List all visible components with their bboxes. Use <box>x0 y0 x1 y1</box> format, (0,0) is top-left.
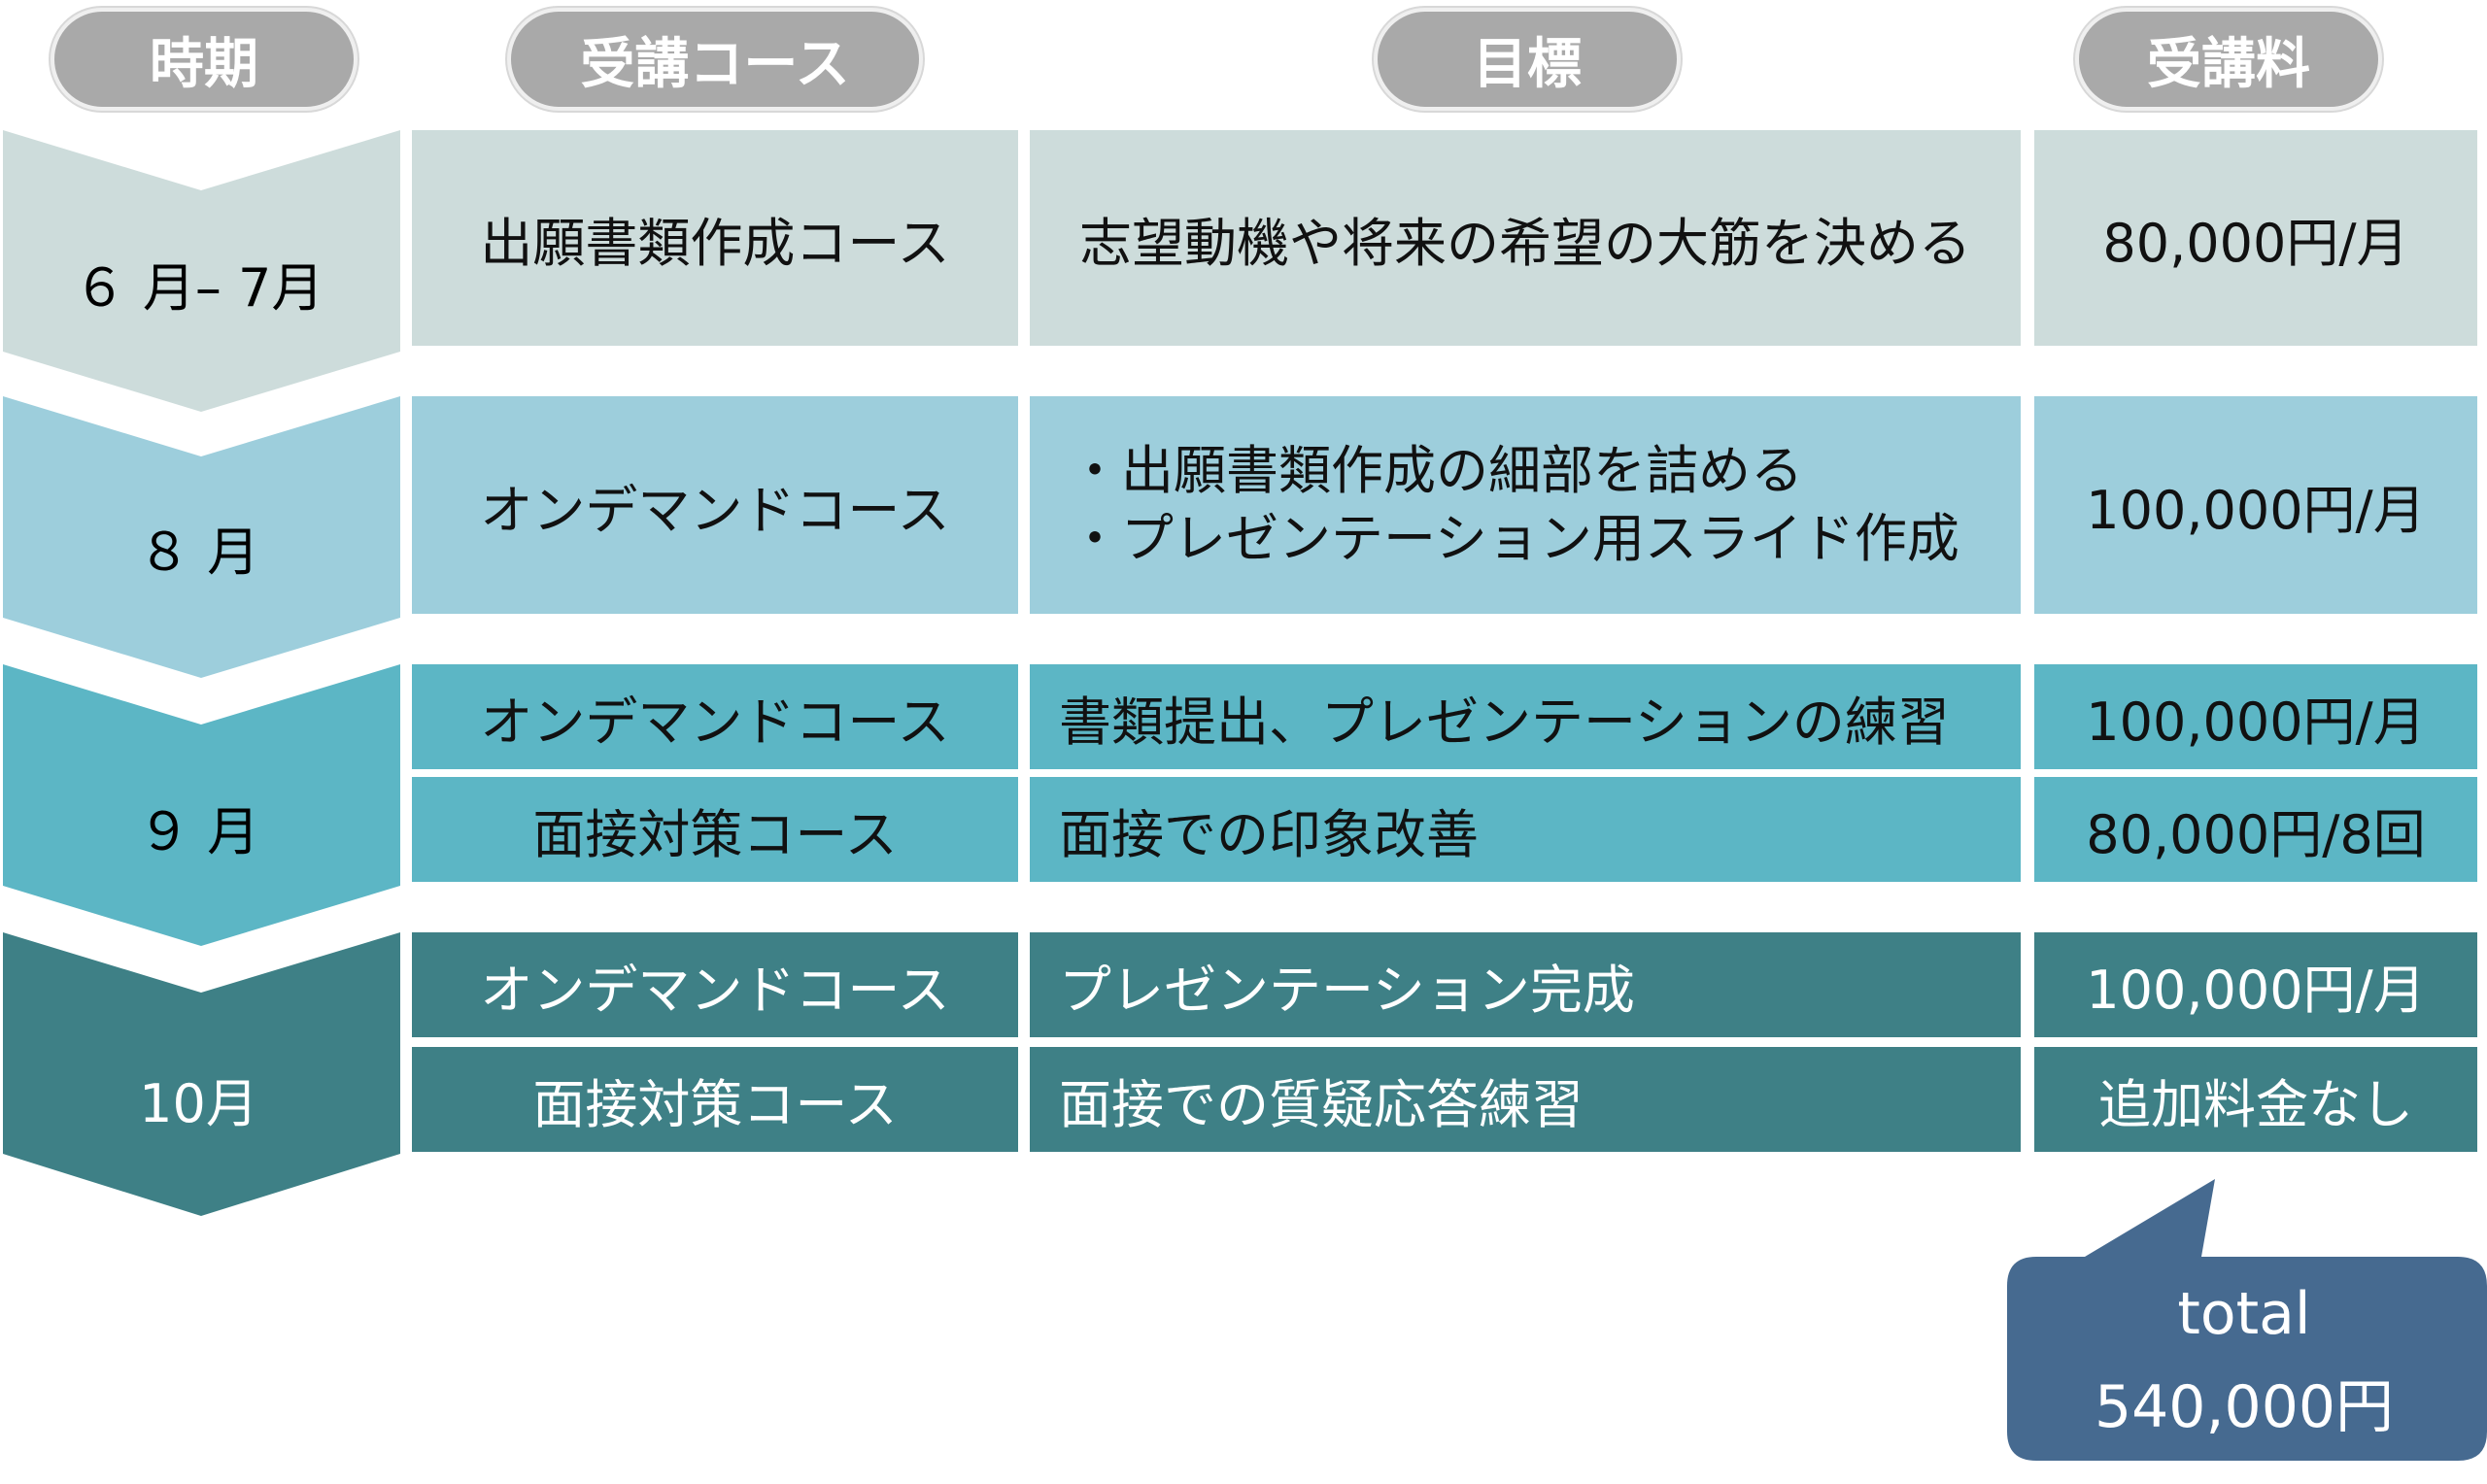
stage-1-chevron <box>3 130 400 412</box>
stage-4-row-1-goal: プレゼンテーション完成 <box>1030 932 2021 1037</box>
stage-2-goal-line-2: ・プレゼンテーション用スライド作成 <box>1069 508 1959 569</box>
stage-4-row-2-fee: 追加料金なし <box>2034 1047 2477 1152</box>
header-period: 時期 <box>51 8 358 111</box>
stage-4-row-2-course: 面接対策コース <box>412 1047 1018 1152</box>
stage-2-row-1-goal: ・出願書類作成の細部を詰める ・プレゼンテーション用スライド作成 <box>1030 396 2021 614</box>
stage-3-row-1-goal: 書類提出、プレゼンテーションの練習 <box>1030 664 2021 769</box>
stage-2-row-1-course: オンデマンドコース <box>412 396 1018 614</box>
stage-2-row-1-fee: 100,000円/月 <box>2034 396 2477 614</box>
header-goal: 目標 <box>1374 8 1681 111</box>
stage-4-chevron <box>3 932 400 1216</box>
stage-3-row-2-fee: 80,000円/8回 <box>2034 777 2477 882</box>
stage-3-chevron <box>3 664 400 946</box>
header-course: 受講コース <box>507 8 923 111</box>
stage-4-row-1-course: オンデマンドコース <box>412 932 1018 1037</box>
total-value: 540,000円 <box>2094 1373 2395 1441</box>
stage-4-period: 10月 <box>139 1073 258 1134</box>
stage-4-row-1-fee: 100,000円/月 <box>2034 932 2477 1037</box>
total-label: total <box>2177 1280 2311 1348</box>
stage-3-row-1-fee: 100,000円/月 <box>2034 664 2477 769</box>
stage-1-row-1-fee: 80,000円/月 <box>2034 130 2477 346</box>
stage-2-period: ８ 月 <box>137 522 260 583</box>
stage-1-row-1-goal: 志望動機や将来の希望の大筋を決める <box>1030 130 2021 346</box>
stage-3-row-1-course: オンデマンドコース <box>412 664 1018 769</box>
stage-3-row-2-course: 面接対策コース <box>412 777 1018 882</box>
stage-3-period: ９ 月 <box>137 801 260 862</box>
stage-1-row-1-course: 出願書類作成コース <box>412 130 1018 346</box>
stage-2-goal-line-1: ・出願書類作成の細部を詰める <box>1069 440 1803 501</box>
header-fee: 受講料 <box>2075 8 2382 111</box>
total-callout <box>2007 1179 2487 1461</box>
stage-4-row-2-goal: 面接での質疑応答練習 <box>1030 1047 2021 1152</box>
stage-3-row-2-goal: 面接での印象改善 <box>1030 777 2021 882</box>
stage-1-period: ６ 月– 7月 <box>73 257 324 319</box>
stage-2-chevron <box>3 396 400 678</box>
